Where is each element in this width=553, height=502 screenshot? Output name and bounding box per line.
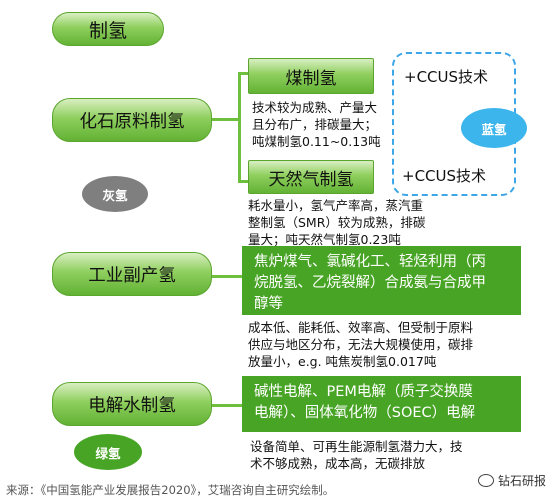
green-hydrogen-label: 绿氢	[95, 445, 121, 461]
branch-industry: 工业副产氢	[52, 252, 212, 296]
branch-electrolysis-label: 电解水制氢	[88, 395, 176, 416]
desc-line: 且分布广，排碳量大；	[252, 117, 378, 132]
sub-coal-label: 煤制氢	[285, 68, 337, 89]
connector	[238, 72, 241, 182]
box-line: 焦炉煤气、氯碱化工、轻烃利用（丙	[254, 254, 486, 270]
desc-line: 整制氢（SMR）较为成熟，排碳	[248, 215, 426, 230]
ccus-bottom: +CCUS技术	[402, 167, 487, 185]
branch-fossil-label: 化石原料制氢	[79, 111, 185, 132]
desc-line: 技术较为成熟、产量大	[252, 100, 378, 115]
title-pill: 制氢	[52, 12, 164, 46]
connector	[210, 275, 242, 278]
desc-line: 成本低、能耗低、效率高、但受制于原料	[248, 320, 474, 335]
watermark: 钻石研报	[478, 472, 546, 489]
source-note: 来源：《中国氢能产业发展报告2020》，艾瑞咨询自主研究绘制。	[6, 483, 335, 497]
desc-line: 量大；吨天然气制氢0.23吨	[248, 232, 401, 247]
connector	[238, 180, 250, 183]
blue-hydrogen-badge: 蓝氢	[461, 108, 527, 148]
sub-gas: 天然气制氢	[248, 160, 374, 194]
desc-electrolysis: 设备简单、可再生能源制氢潜力大，技 术不够成熟，成本高，无碳排放	[250, 438, 500, 472]
green-hydrogen-badge: 绿氢	[74, 434, 142, 470]
industry-box: 焦炉煤气、氯碱化工、轻烃利用（丙 烷脱氢、乙烷裂解）合成氨与合成甲 醇等	[242, 246, 521, 315]
branch-industry-label: 工业副产氢	[88, 265, 176, 286]
desc-gas: 耗水量小，氢气产率高，蒸汽重 整制氢（SMR）较为成熟，排碳 量大；吨天然气制氢…	[248, 197, 476, 248]
branch-fossil: 化石原料制氢	[52, 98, 212, 142]
box-line: 烷脱氢、乙烷裂解）合成氨与合成甲	[254, 275, 486, 291]
gray-hydrogen-badge: 灰氢	[82, 176, 148, 212]
sub-coal: 煤制氢	[248, 58, 374, 94]
branch-electrolysis: 电解水制氢	[52, 382, 212, 426]
page-title: 制氢	[88, 19, 127, 42]
desc-coal: 技术较为成熟、产量大 且分布广，排碳量大； 吨煤制氢0.11~0.13吨	[252, 99, 420, 150]
desc-industry: 成本低、能耗低、效率高、但受制于原料 供应与地区分布，无法大规模使用，碳排 放量…	[248, 319, 518, 370]
box-line: 电解）、固体氧化物（SOEC）电解	[254, 405, 476, 421]
blue-hydrogen-label: 蓝氢	[481, 121, 507, 137]
desc-line: 吨煤制氢0.11~0.13吨	[252, 134, 381, 149]
desc-line: 供应与地区分布，无法大规模使用，碳排	[248, 337, 474, 352]
sub-gas-label: 天然气制氢	[268, 169, 354, 190]
desc-line: 设备简单、可再生能源制氢潜力大，技	[250, 439, 463, 454]
desc-line: 耗水量小，氢气产率高，蒸汽重	[248, 198, 424, 213]
connector	[210, 118, 240, 121]
box-line: 醇等	[254, 296, 283, 312]
gray-hydrogen-label: 灰氢	[102, 187, 128, 203]
desc-line: 术不够成熟，成本高，无碳排放	[250, 456, 426, 471]
watermark-text: 钻石研报	[498, 474, 547, 488]
connector	[238, 72, 250, 75]
ccus-top: +CCUS技术	[404, 68, 489, 86]
box-line: 碱性电解、PEM电解（质子交换膜	[254, 384, 473, 400]
electrolysis-box: 碱性电解、PEM电解（质子交换膜 电解）、固体氧化物（SOEC）电解	[242, 376, 521, 432]
connector	[210, 404, 242, 407]
desc-line: 放量小，e.g. 吨焦炭制氢0.017吨	[248, 354, 437, 369]
chat-icon	[478, 474, 494, 487]
